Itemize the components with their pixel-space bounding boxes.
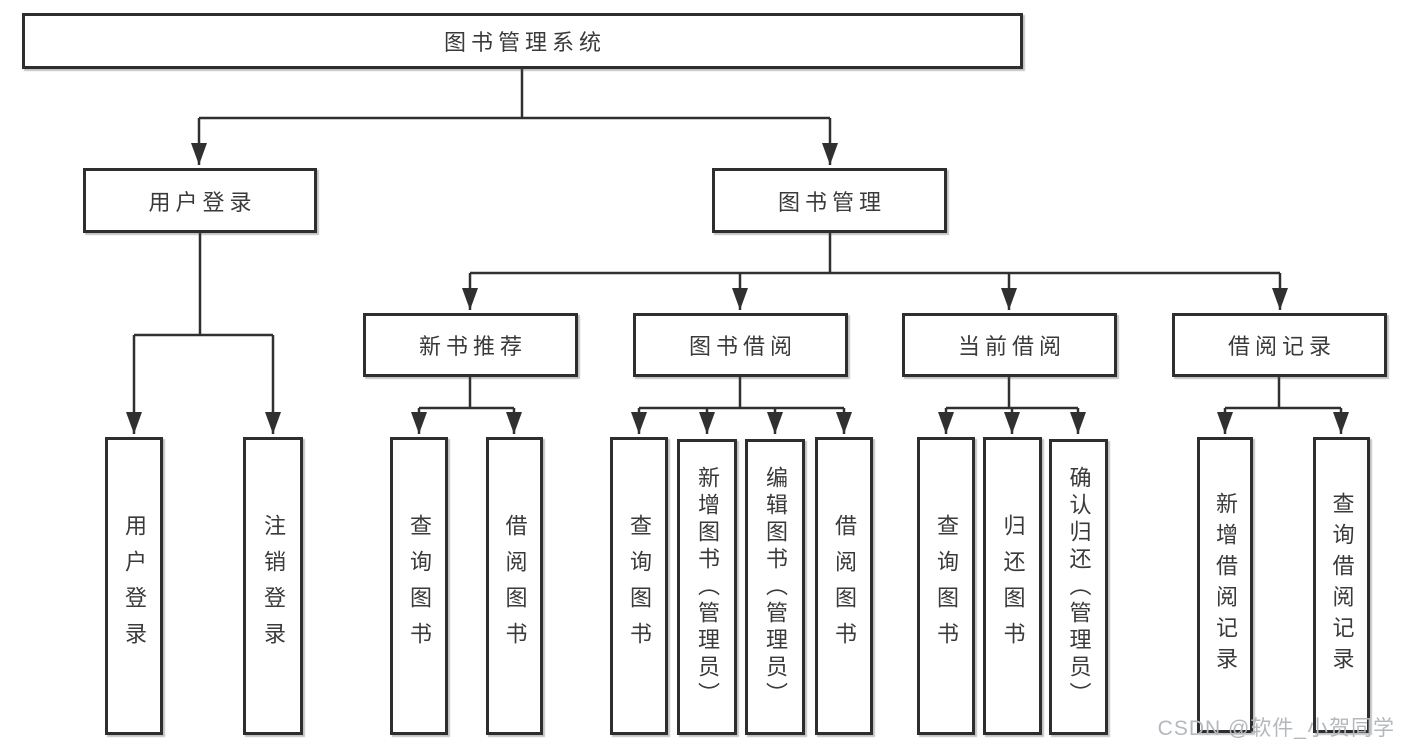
node-current-borrow-label: 当前借阅: [957, 334, 1066, 359]
leaf-query-borrow-record-label: 查询借阅记录: [1329, 492, 1355, 678]
node-user-login: 用户登录: [83, 168, 317, 233]
node-book-borrow: 图书借阅: [633, 313, 848, 377]
node-root-label: 图书管理系统: [443, 30, 606, 55]
leaf-logout-label: 注销登录: [261, 514, 286, 658]
leaf-logout: 注销登录: [243, 437, 303, 735]
node-borrow-record: 借阅记录: [1172, 313, 1387, 377]
leaf-add-books-admin-label: 新增图书（管理员）: [695, 465, 720, 709]
leaf-current-query-books: 查询图书: [917, 437, 975, 735]
leaf-newbook-query-books-label: 查询图书: [407, 514, 432, 658]
leaf-borrow-borrow-books: 借阅图书: [815, 437, 873, 735]
leaf-newbook-borrow-books-label: 借阅图书: [502, 514, 528, 658]
csdn-watermark: CSDN @软件_小贺同学: [1157, 717, 1395, 740]
leaf-return-books-label: 归还图书: [1000, 514, 1026, 658]
leaf-add-borrow-record: 新增借阅记录: [1197, 437, 1253, 733]
leaf-edit-books-admin-label: 编辑图书（管理员）: [763, 465, 788, 709]
leaf-current-query-books-label: 查询图书: [934, 514, 959, 658]
leaf-return-books: 归还图书: [983, 437, 1042, 735]
node-book-borrow-label: 图书借阅: [688, 334, 797, 359]
leaf-edit-books-admin: 编辑图书（管理员）: [745, 439, 805, 735]
leaf-borrow-query-books-label: 查询图书: [627, 514, 652, 658]
leaf-confirm-return-admin-label: 确认归还（管理员）: [1066, 465, 1092, 709]
leaf-user-login: 用户登录: [105, 437, 163, 735]
leaf-newbook-query-books: 查询图书: [390, 437, 448, 735]
leaf-add-borrow-record-label: 新增借阅记录: [1213, 492, 1238, 678]
node-new-book-recommend-label: 新书推荐: [418, 334, 527, 359]
node-borrow-record-label: 借阅记录: [1227, 334, 1336, 359]
leaf-borrow-borrow-books-label: 借阅图书: [832, 514, 857, 658]
leaf-user-login-label: 用户登录: [122, 514, 147, 658]
leaf-newbook-borrow-books: 借阅图书: [486, 437, 543, 735]
node-book-management-label: 图书管理: [777, 189, 886, 215]
leaf-borrow-query-books: 查询图书: [610, 437, 668, 735]
leaf-query-borrow-record: 查询借阅记录: [1313, 437, 1370, 733]
node-user-login-label: 用户登录: [148, 189, 257, 215]
node-root: 图书管理系统: [22, 13, 1023, 69]
leaf-add-books-admin: 新增图书（管理员）: [677, 439, 737, 735]
node-current-borrow: 当前借阅: [902, 313, 1117, 377]
node-new-book-recommend: 新书推荐: [363, 313, 578, 377]
leaf-confirm-return-admin: 确认归还（管理员）: [1049, 439, 1108, 735]
node-book-management: 图书管理: [712, 168, 947, 233]
